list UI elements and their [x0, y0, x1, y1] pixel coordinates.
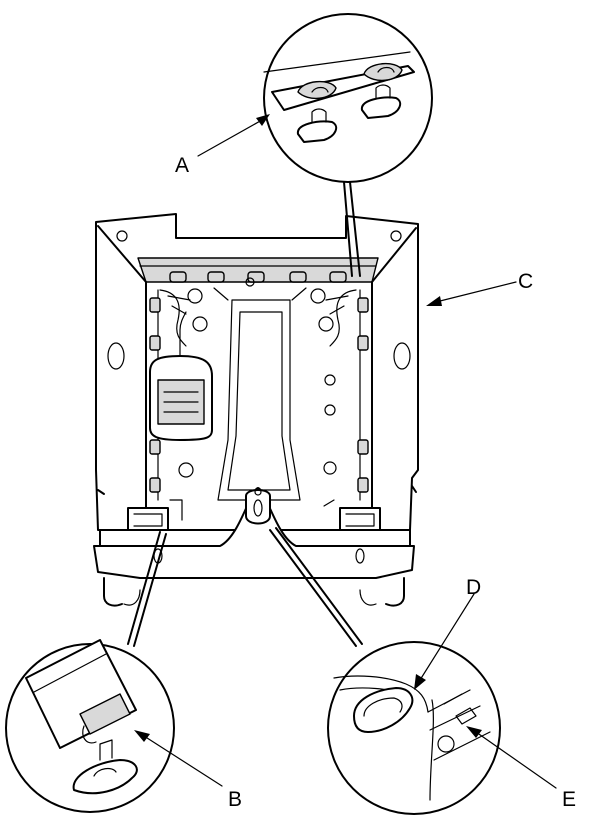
callout-label-e: E — [562, 788, 576, 811]
detail-circle-de — [269, 527, 501, 815]
callout-d-leader — [414, 593, 475, 690]
callout-label-c: C — [518, 270, 533, 293]
detail-circle-a — [263, 13, 433, 277]
callout-label-d: D — [466, 576, 481, 599]
callout-e-leader — [466, 726, 557, 789]
detail-circle-b — [5, 531, 175, 813]
callout-label-b: B — [228, 788, 242, 811]
seat-frame — [93, 213, 419, 607]
callout-b-leader — [134, 730, 223, 787]
callout-a-leader — [197, 114, 270, 157]
callout-label-a: A — [175, 154, 189, 177]
callout-c-leader — [426, 281, 517, 306]
